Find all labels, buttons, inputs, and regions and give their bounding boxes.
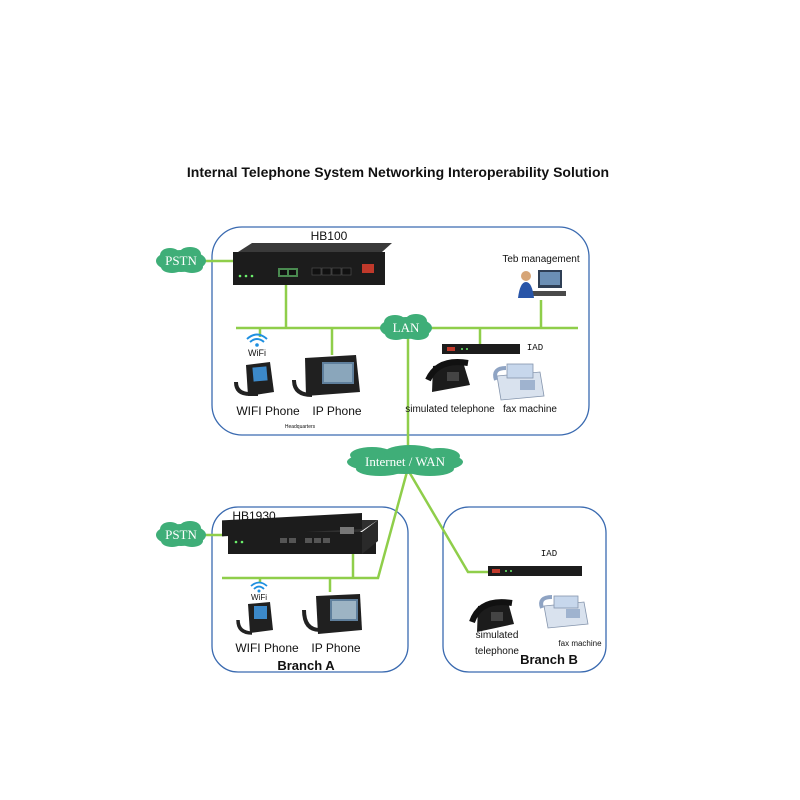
iad-branch-b-label: IAD [541,549,557,559]
web-management-workstation [518,270,566,298]
hb100-label: HB100 [311,229,348,243]
analog-phone-hq-label: simulated telephone [405,404,495,415]
wan-cloud: Internet / WAN [347,445,463,476]
branch-b-label: Branch B [520,652,578,667]
ip-phone-branch-a [302,594,362,634]
web-management-label: Teb management [502,254,579,265]
analog-phone-branch-b-label-line1: simulated [476,630,519,641]
wifi-icon-branch-a [250,581,268,593]
wifi-phone-hq [234,362,274,396]
wan-label: Internet / WAN [365,454,446,469]
wifi-phone-branch-a [236,602,273,635]
iad-branch-b-device [488,566,582,576]
analog-phone-branch-b [469,599,514,632]
diagram-title: Internal Telephone System Networking Int… [187,164,609,180]
analog-phone-hq [425,359,470,392]
headquarters-label: Headquarters [285,424,316,430]
fax-hq [493,363,545,401]
pstn-hq-label: PSTN [165,253,197,268]
wifi-phone-hq-label: WIFI Phone [236,404,300,418]
ip-phone-hq-label: IP Phone [312,404,361,418]
fax-branch-b-label: fax machine [558,639,602,648]
pstn-cloud-hq: PSTN [156,247,206,273]
wifi-badge-branch-a: WiFi [251,593,267,602]
iad-hq-label: IAD [527,343,543,353]
fax-branch-b [539,595,589,629]
branch-a-label: Branch A [277,658,335,673]
pstn-branch-a-label: PSTN [165,527,197,542]
wifi-badge-hq: WiFi [248,348,266,358]
fax-hq-label: fax machine [503,404,557,415]
lan-cloud: LAN [380,314,432,340]
ip-phone-branch-a-label: IP Phone [311,641,360,655]
headquarters-frame [211,226,590,436]
analog-phone-branch-b-label-line2: telephone [475,646,519,657]
hb1930-device [222,513,378,554]
wan-to-branch-b [406,469,490,574]
wifi-icon [246,333,268,347]
lan-label: LAN [393,320,420,335]
ip-phone-hq [292,355,360,397]
branch-b-frame [442,506,607,673]
pstn-cloud-branch-a: PSTN [156,521,206,547]
wan-to-branch-a [222,467,410,580]
branch-a-frame [211,506,409,673]
hb100-device [233,243,392,285]
iad-hq-device [442,344,520,354]
wifi-phone-branch-a-label: WIFI Phone [235,641,299,655]
